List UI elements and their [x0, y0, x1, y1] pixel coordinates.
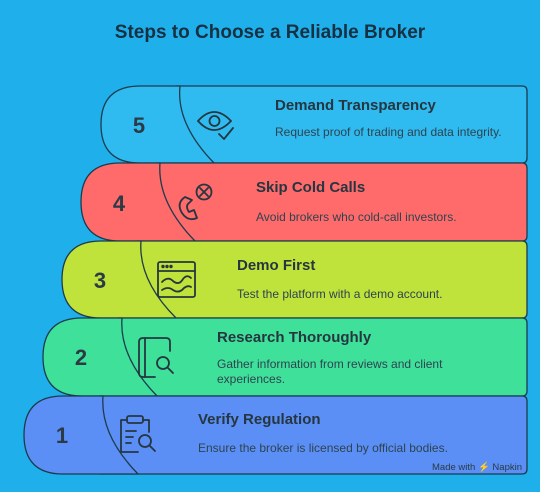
document-search-icon: [138, 337, 174, 378]
step-4-description: Avoid brokers who cold-call investors.: [256, 210, 457, 224]
page-title: Steps to Choose a Reliable Broker: [114, 22, 426, 43]
step-2-title: Research Thoroughly: [217, 329, 372, 346]
phone-blocked-icon: [178, 183, 213, 221]
eye-check-icon: [197, 111, 234, 140]
step-4-title: Skip Cold Calls: [256, 179, 366, 196]
napkin-credit[interactable]: Made with ⚡ Napkin: [432, 462, 522, 473]
step-2-shape: [42, 317, 528, 397]
step-5-title: Demand Transparency: [275, 97, 436, 114]
step-5-description: Request proof of trading and data integr…: [275, 125, 502, 139]
step-4-shape: [80, 162, 528, 242]
step-2-description: Gather information from reviews and clie…: [217, 357, 443, 386]
step-3-shape: [61, 240, 528, 319]
step-5-shape: [100, 85, 528, 164]
step-3-number: 3: [93, 268, 107, 293]
step-4-number: 4: [112, 191, 126, 216]
step-1-number: 1: [55, 423, 69, 448]
step-3-description: Test the platform with a demo account.: [237, 287, 443, 301]
step-5-number: 5: [132, 113, 146, 138]
step-1-shape: [23, 395, 528, 475]
chart-window-icon: [157, 261, 196, 298]
step-3-title: Demo First: [237, 257, 316, 274]
step-2-number: 2: [74, 345, 88, 370]
step-1-description: Ensure the broker is licensed by officia…: [198, 441, 448, 455]
clipboard-search-icon: [120, 415, 156, 453]
step-1-title: Verify Regulation: [198, 411, 321, 428]
